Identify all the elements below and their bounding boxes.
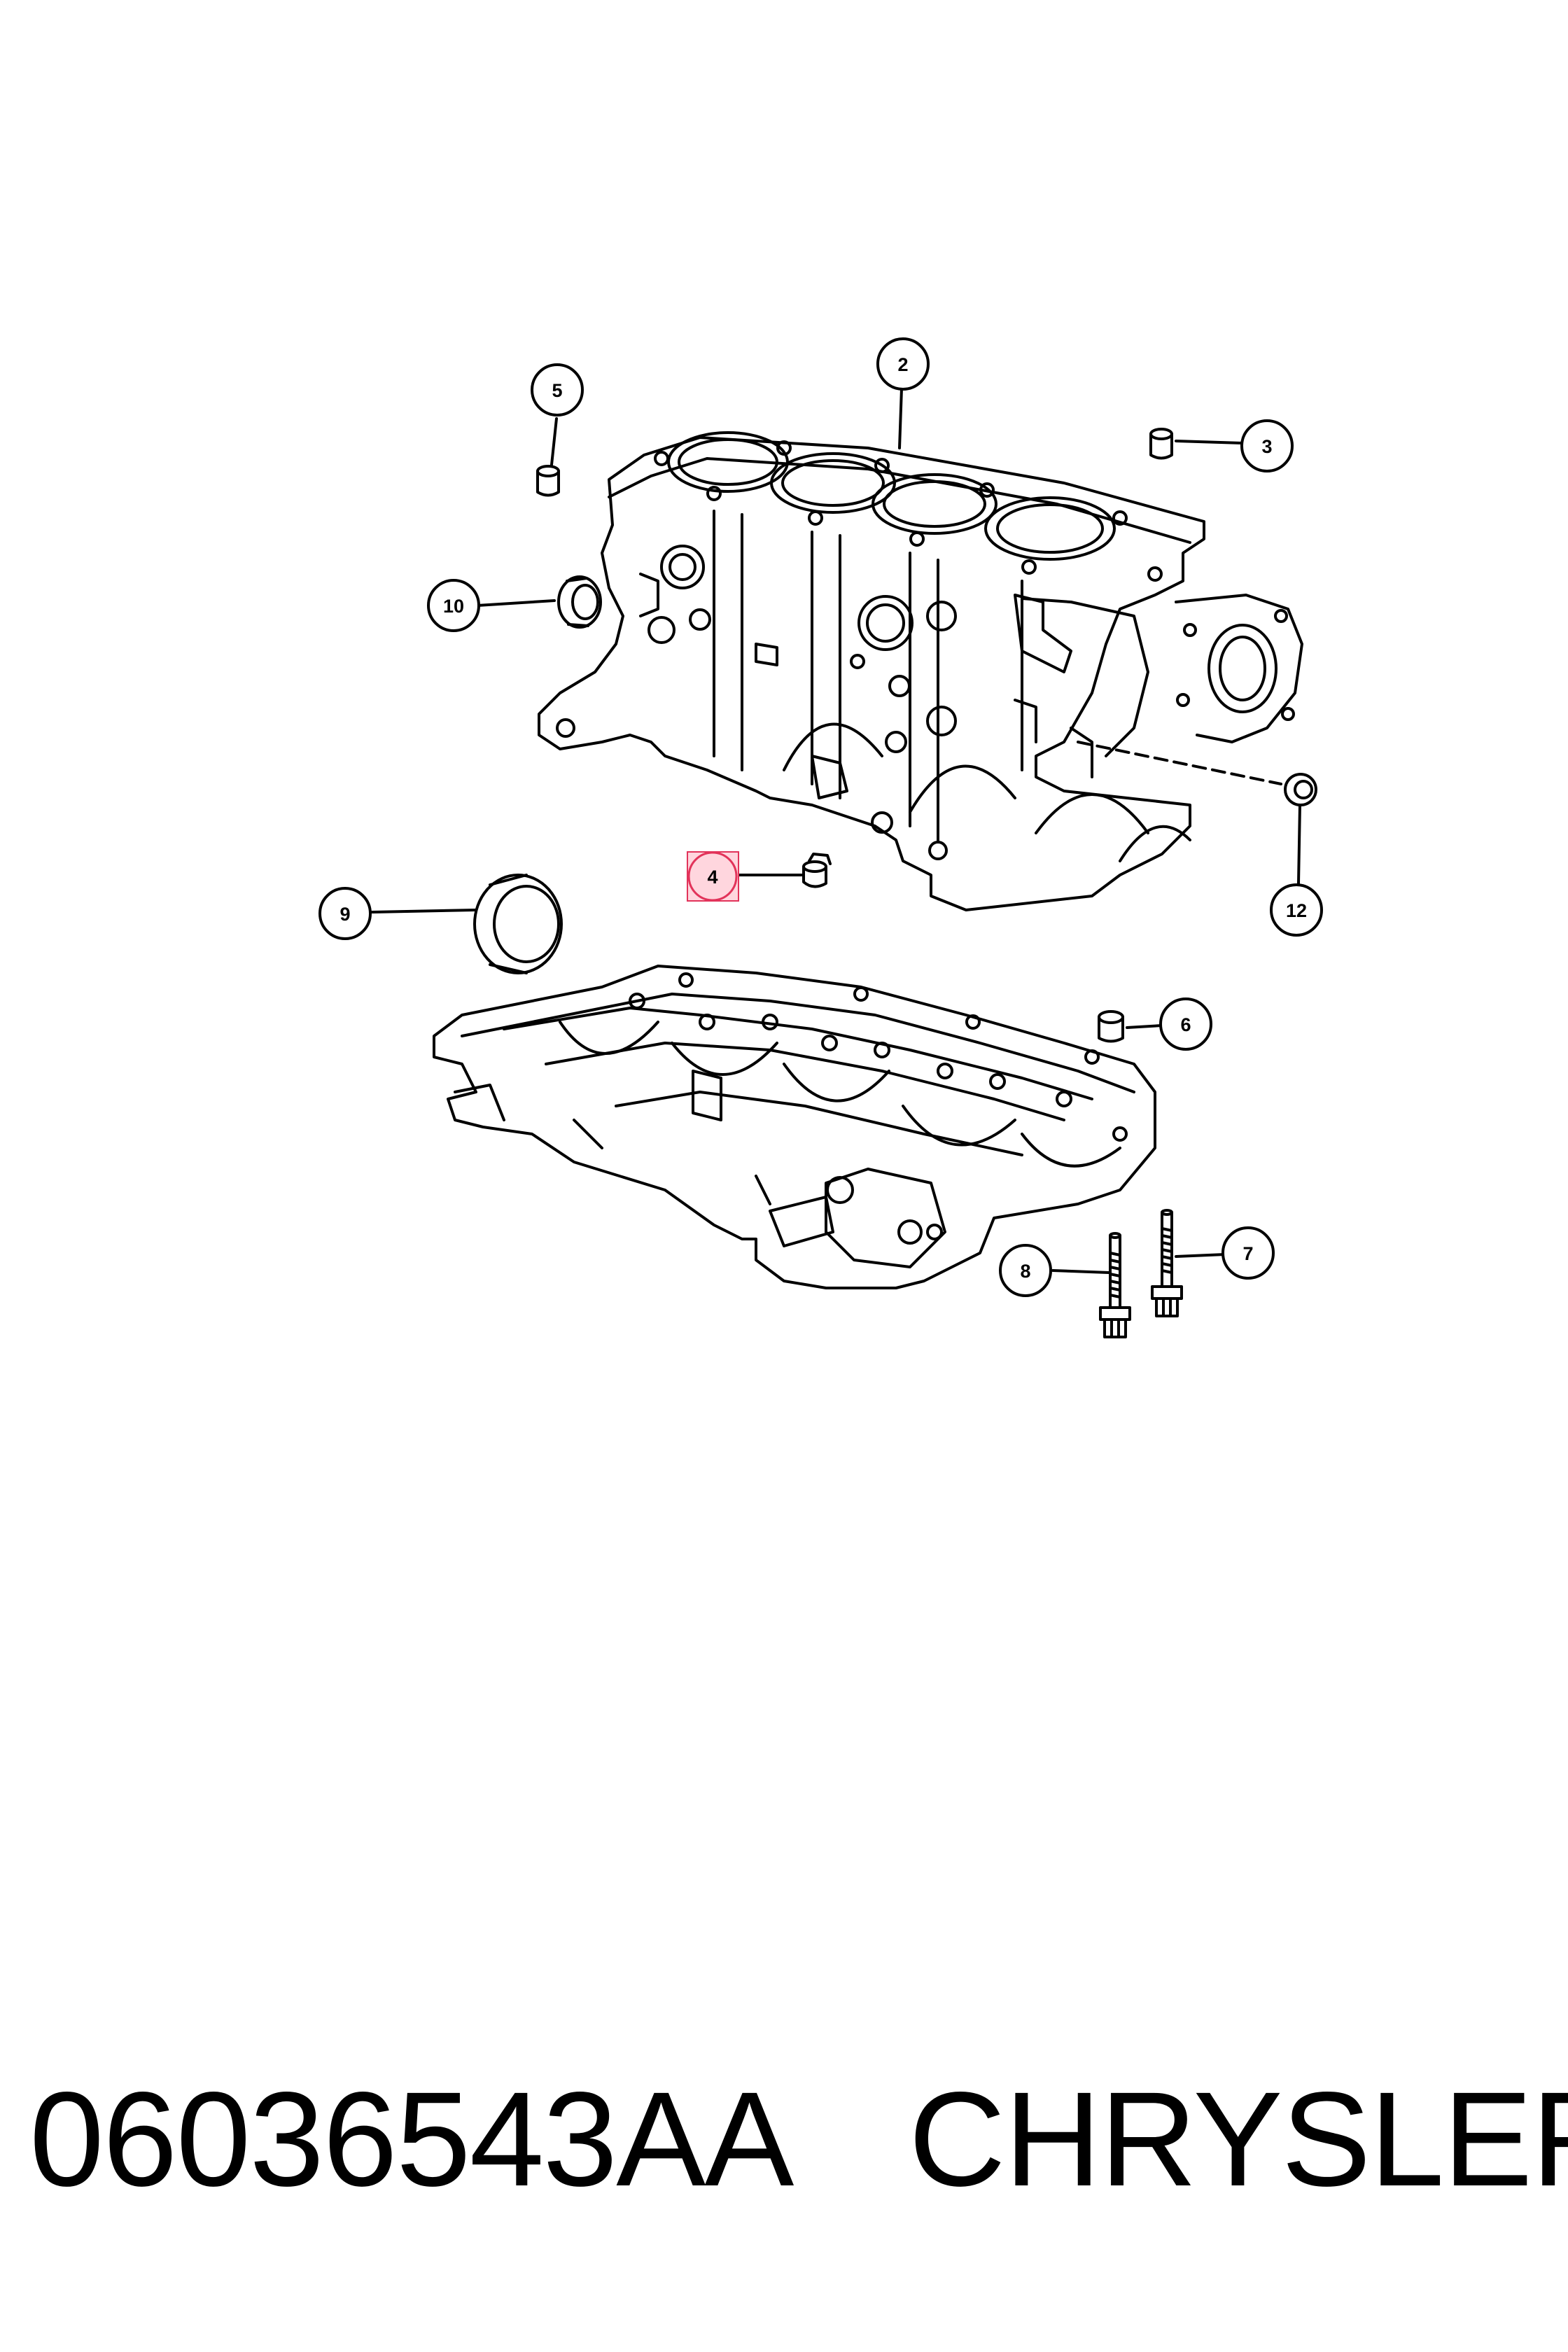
callout-3[interactable]: 3 (1240, 419, 1294, 472)
callout-12[interactable]: 12 (1270, 883, 1323, 937)
bolt-7-drawing (1151, 1209, 1183, 1317)
svg-text:7: 7 (1242, 1243, 1253, 1264)
callout-5[interactable]: 5 (531, 363, 584, 416)
callout-9[interactable]: 9 (318, 887, 372, 940)
callout-10[interactable]: 10 (427, 579, 480, 632)
bedplate-drawing (433, 965, 1156, 1289)
part-number: 06036543AA (29, 2064, 794, 2214)
callout-4-highlighted[interactable]: 4 (687, 851, 739, 902)
svg-text:8: 8 (1020, 1261, 1030, 1282)
callout-6[interactable]: 6 (1159, 997, 1212, 1051)
svg-text:10: 10 (443, 596, 464, 617)
callout-8[interactable]: 8 (999, 1244, 1052, 1297)
callout-2[interactable]: 2 (876, 337, 930, 391)
svg-text:12: 12 (1286, 900, 1307, 921)
dowel-3-drawing (1149, 428, 1173, 460)
engine-block-drawing (538, 431, 1303, 911)
seal-9-drawing (473, 874, 563, 974)
brand-name: CHRYSLER (909, 2064, 1568, 2214)
svg-text:5: 5 (552, 380, 562, 401)
svg-text:6: 6 (1180, 1014, 1191, 1035)
svg-text:3: 3 (1261, 436, 1272, 457)
callout-7[interactable]: 7 (1222, 1226, 1275, 1280)
plug-4-drawing (802, 853, 832, 888)
seal-10-drawing (557, 575, 602, 629)
dowel-6-drawing (1098, 1010, 1124, 1043)
svg-text:2: 2 (897, 354, 908, 375)
svg-text:9: 9 (340, 904, 350, 925)
dowel-5-drawing (536, 465, 560, 497)
bolt-8-drawing (1099, 1232, 1131, 1338)
leader-lines (371, 387, 1301, 1274)
svg-text:4: 4 (707, 867, 718, 888)
plug-12-drawing (1284, 773, 1317, 806)
